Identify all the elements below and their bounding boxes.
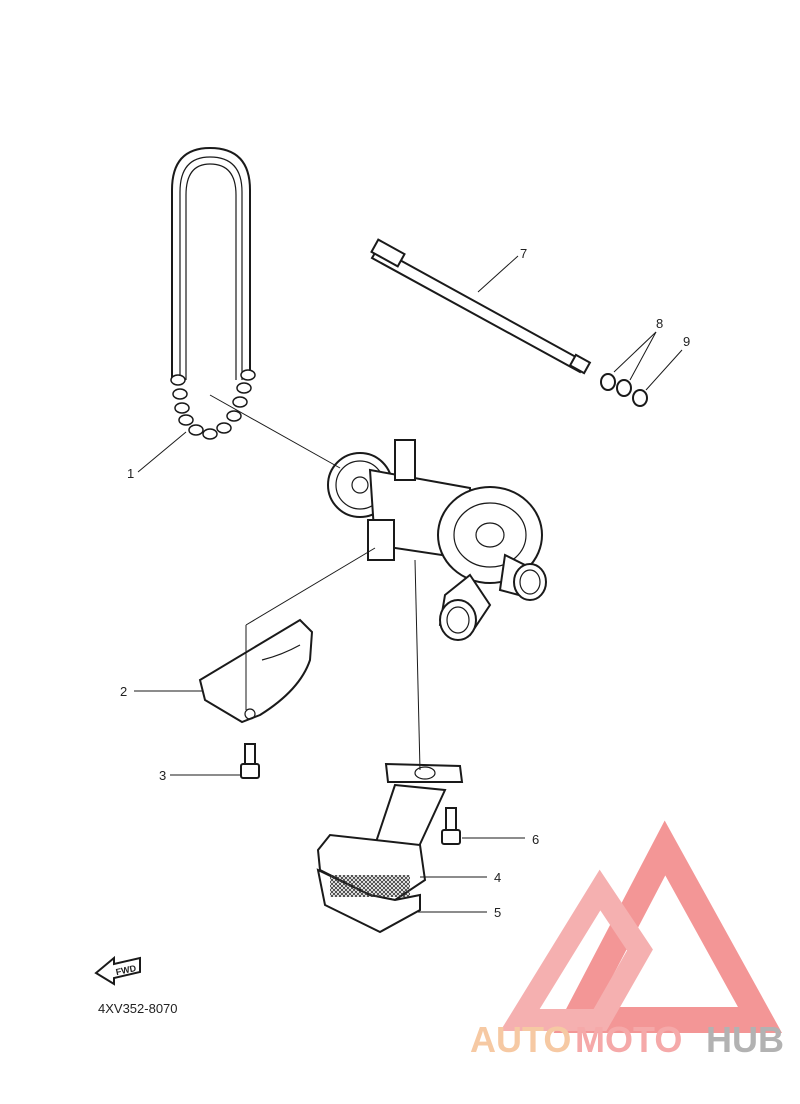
callout-7: 7 <box>520 246 527 261</box>
drive-chain <box>170 146 256 440</box>
oil-pump-assembly <box>327 439 547 641</box>
fwd-label: FWD <box>115 963 138 977</box>
callout-3: 3 <box>159 768 166 783</box>
callout-numbers: 1 2 3 4 5 6 7 8 9 <box>120 246 690 920</box>
callout-4: 4 <box>494 870 501 885</box>
oil-strainer <box>316 762 464 934</box>
pump-shaft <box>370 238 592 375</box>
callout-9: 9 <box>683 334 690 349</box>
strainer-bolt <box>441 807 461 845</box>
watermark-auto: AUTO <box>470 1019 571 1060</box>
watermark-moto: MOTO <box>575 1019 682 1060</box>
automotohub-logo: AUTO MOTO HUB <box>470 820 784 1060</box>
leader-lines <box>134 255 683 913</box>
diagram-code: 4XV352-8070 <box>98 1001 178 1016</box>
callout-5: 5 <box>494 905 501 920</box>
callout-6: 6 <box>532 832 539 847</box>
forward-arrow-icon: FWD <box>94 955 141 986</box>
o-rings <box>600 373 648 407</box>
chain-links <box>170 369 256 440</box>
callout-2: 2 <box>120 684 127 699</box>
callout-1: 1 <box>127 466 134 481</box>
callout-8: 8 <box>656 316 663 331</box>
watermark-hub: HUB <box>706 1019 784 1060</box>
cover-bolt <box>240 743 260 779</box>
pump-cover <box>198 618 314 724</box>
